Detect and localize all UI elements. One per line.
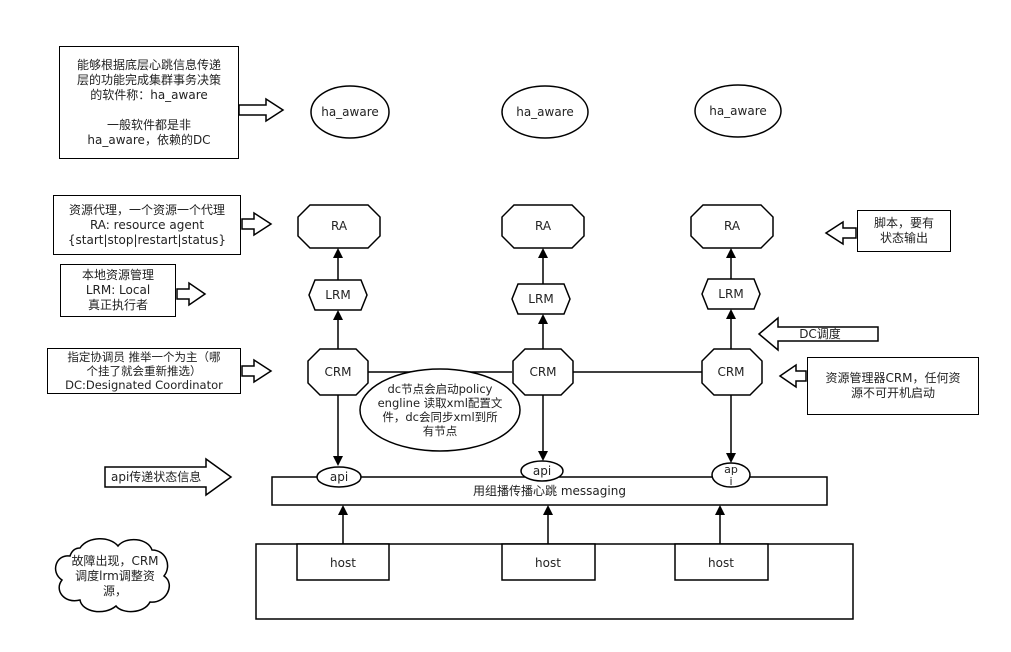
api-node-3 [711, 462, 751, 488]
api-label-2: api [532, 463, 552, 478]
host-node-2: host [501, 543, 596, 581]
crm-node-2: CRM [512, 348, 574, 396]
api-label-3: ap i [724, 463, 738, 488]
ha-aware-note: 能够根据底层心跳信息传递 层的功能完成集群事务决策 的软件称：ha_aware … [59, 46, 239, 159]
lrm-node-2: LRM [511, 283, 571, 315]
ra-label-1: RA [331, 219, 348, 233]
ha-aware-label-2: ha_aware [516, 105, 574, 119]
messaging-bar-label: 用组播传播心跳 messaging [473, 483, 626, 498]
ra-node-2: RA [501, 204, 585, 249]
crm-node-3: CRM [701, 348, 763, 396]
lrm-label-1: LRM [325, 288, 350, 302]
block-arrow-dc-schedule [757, 316, 879, 352]
script-note: 脚本，要有 状态输出 [857, 210, 951, 252]
host-node-3: host [674, 543, 769, 581]
ra-label-2: RA [535, 219, 552, 233]
host-node-1: host [296, 543, 390, 581]
ra-node-1: RA [297, 204, 381, 249]
ha-aware-node-2: ha_aware [501, 85, 589, 139]
block-arrow-api-note [104, 457, 233, 497]
ha-aware-node-3: ha_aware [694, 84, 782, 138]
api-label-1: api [329, 469, 349, 484]
block-arrow-lrm [176, 281, 207, 307]
crm-label-2: CRM [529, 365, 556, 379]
block-arrow-crm [778, 363, 807, 389]
ha-aware-node-1: ha_aware [310, 85, 390, 139]
block-arrow-script [824, 220, 857, 246]
host-label-1: host [330, 556, 356, 570]
host-label-2: host [535, 556, 561, 570]
policy-engine-label: dc节点会启动policy engline 读取xml配置文 件，dc会同步xm… [377, 382, 503, 438]
cloud-note: 故障出现，CRM 调度lrm调整资 源， [71, 553, 159, 598]
crm-note: 资源管理器CRM，任何资 源不可开机启动 [807, 357, 979, 415]
ha-aware-label-3: ha_aware [709, 104, 767, 118]
ra-note: 资源代理，一个资源一个代理 RA: resource agent {start|… [53, 195, 241, 255]
cloud-shape [54, 538, 170, 613]
lrm-label-2: LRM [528, 292, 553, 306]
ha-aware-label-1: ha_aware [321, 105, 379, 119]
api-node-1 [316, 466, 362, 488]
host-label-3: host [708, 556, 734, 570]
lrm-node-3: LRM [701, 278, 761, 310]
ra-node-3: RA [690, 204, 774, 249]
block-arrow-ra [241, 211, 273, 237]
ra-label-3: RA [724, 219, 741, 233]
block-arrow-ha-aware [238, 97, 285, 123]
lrm-note: 本地资源管理 LRM: Local 真正执行者 [60, 264, 176, 317]
api-note-label: api传递状态信息 [111, 469, 202, 484]
policy-engine-ellipse [359, 368, 521, 452]
crm-label-1: CRM [324, 365, 351, 379]
dc-note: 指定协调员 推举一个为主（哪 个挂了就会重新推选） DC:Designated … [47, 348, 241, 394]
api-node-2 [520, 460, 564, 482]
lrm-node-1: LRM [308, 279, 368, 311]
crm-label-3: CRM [717, 365, 744, 379]
dc-schedule-label: DC调度 [799, 326, 841, 341]
block-arrow-dc [241, 358, 273, 384]
crm-node-1: CRM [307, 348, 369, 396]
lrm-label-3: LRM [718, 287, 743, 301]
